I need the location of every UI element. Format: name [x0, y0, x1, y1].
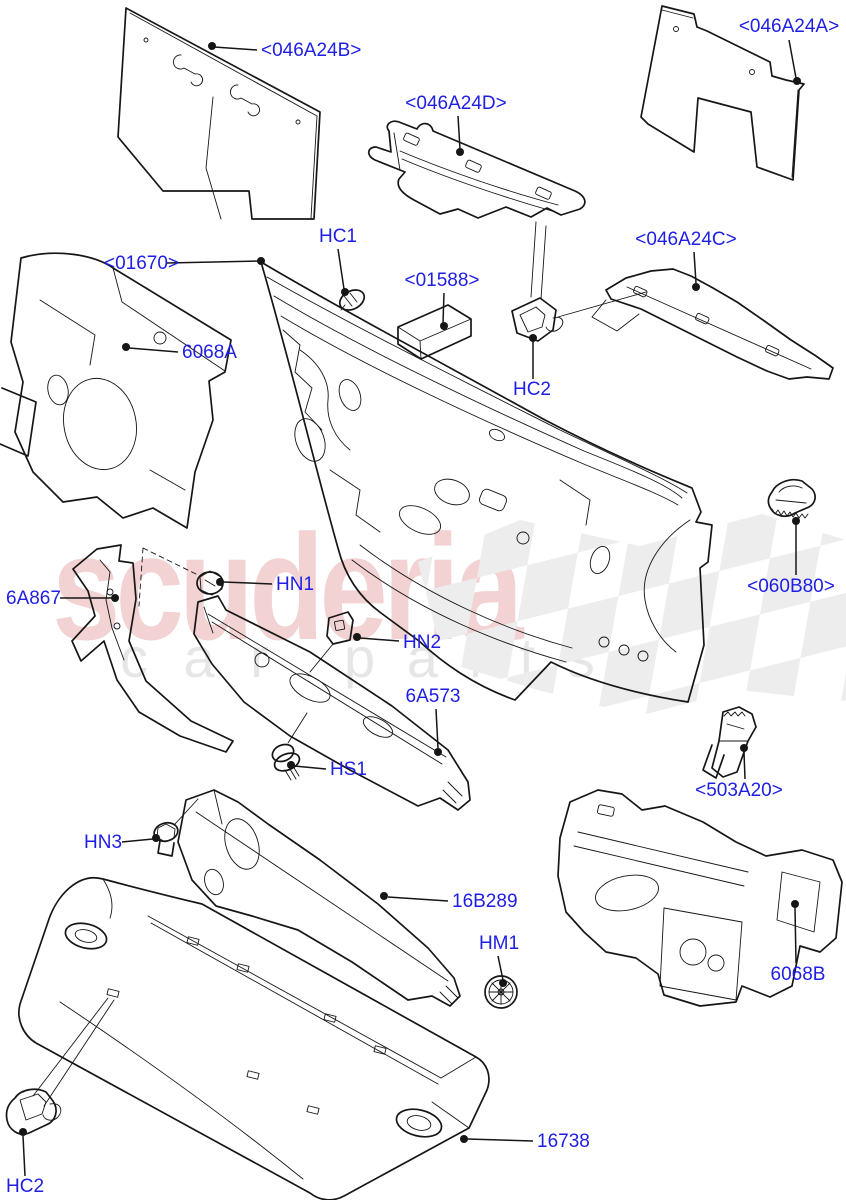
part-label-6068B[interactable]: 6068B [770, 964, 826, 985]
part-label-503A20[interactable]: <503A20> [695, 780, 783, 801]
leader-line-01670 [166, 260, 259, 264]
leader-line-046A24D [457, 115, 461, 150]
leader-dot-HS1 [287, 761, 295, 769]
leader-line-01588 [442, 292, 445, 324]
leader-dot-503A20 [740, 744, 748, 752]
leader-line-HS1 [293, 765, 327, 770]
leader-dot-6A867 [111, 594, 119, 602]
part-label-HC1[interactable]: HC1 [318, 226, 358, 247]
part-label-HC2-upper[interactable]: HC2 [512, 379, 552, 400]
part-bracket-6A867 [71, 544, 234, 753]
part-dash-panel [260, 261, 713, 703]
part-label-HC2-lower[interactable]: HC2 [6, 1176, 45, 1197]
part-label-16738[interactable]: 16738 [537, 1131, 590, 1152]
part-insulator-panel-046A24A [640, 5, 805, 181]
part-screw-HS1 [271, 712, 308, 781]
leader-line-503A20 [743, 751, 746, 780]
leader-line-6068A [128, 347, 179, 353]
part-floor-insulator-16B289 [177, 789, 461, 1007]
leader-dot-HN2 [353, 633, 361, 641]
part-label-HN2[interactable]: HN2 [403, 632, 442, 653]
part-label-HM1[interactable]: HM1 [478, 933, 520, 954]
leader-dot-6A573 [434, 748, 442, 756]
part-insulator-sheet-046A24B [117, 7, 321, 220]
leader-dot-01588 [440, 322, 448, 330]
part-dash-insulator-6A573 [193, 595, 471, 811]
part-label-01588[interactable]: <01588> [404, 270, 480, 291]
part-label-HS1[interactable]: HS1 [330, 759, 367, 780]
leader-line-HN1 [222, 581, 273, 585]
leader-dot-HN3 [152, 834, 160, 842]
part-cowl-side-panel-6068B [557, 789, 843, 1007]
leader-dot-6068A [122, 343, 130, 351]
part-insulator-strip-046A24C [591, 268, 834, 380]
part-label-6A867[interactable]: 6A867 [6, 588, 61, 609]
part-label-6068A[interactable]: 6068A [182, 342, 237, 363]
leader-line-6A573 [435, 708, 439, 749]
leader-line-046A24B [213, 46, 258, 51]
leader-dot-046A24A [793, 77, 801, 85]
part-label-060B80[interactable]: <060B80> [747, 576, 835, 597]
leader-line-HM1 [497, 955, 504, 981]
leader-line-HN2 [359, 637, 400, 642]
part-label-046A24D[interactable]: <046A24D> [405, 93, 507, 114]
part-dash-side-insulator-6068A [0, 252, 232, 529]
part-grommet-060B80 [767, 478, 816, 519]
leader-line-16738 [466, 1138, 534, 1142]
part-cowl-insulator-046A24D [367, 120, 586, 300]
part-label-01670[interactable]: <01670> [104, 253, 180, 274]
leader-dot-HC1 [341, 288, 349, 296]
leader-dot-16738 [460, 1135, 468, 1143]
leader-dot-16B289 [380, 892, 388, 900]
leader-dot-6068B [791, 900, 799, 908]
leader-dot-01670 [257, 257, 265, 265]
leader-line-HC2-lower [22, 1135, 26, 1177]
leader-line-HC1 [337, 248, 345, 290]
leader-dot-046A24B [208, 42, 216, 50]
part-label-6A573[interactable]: 6A573 [405, 686, 461, 707]
part-label-046A24A[interactable]: <046A24A> [738, 16, 840, 37]
part-label-046A24C[interactable]: <046A24C> [635, 229, 737, 250]
part-label-HN1[interactable]: HN1 [276, 574, 315, 595]
leader-dot-046A24D [456, 148, 464, 156]
leader-line-046A24C [693, 251, 697, 284]
leader-dot-060B80 [792, 517, 800, 525]
part-pad-01588 [397, 304, 472, 360]
part-clip-HN2 [309, 611, 354, 673]
leader-line-046A24A [788, 39, 797, 79]
part-grommet-HM1 [484, 975, 518, 1009]
leader-dot-HC2-upper [529, 334, 537, 342]
part-label-HN3[interactable]: HN3 [84, 832, 123, 853]
part-label-16B289[interactable]: 16B289 [452, 891, 518, 912]
leader-line-6068B [794, 906, 797, 964]
leader-line-16B289 [387, 896, 449, 902]
leader-dot-HM1 [499, 979, 507, 987]
leader-dot-HN1 [216, 578, 224, 586]
leader-dot-HC2-lower [19, 1128, 27, 1136]
part-clip-HC2-lower [5, 997, 115, 1135]
leader-line-HN3 [121, 838, 154, 843]
part-clip-503A20 [702, 706, 757, 779]
leader-dot-046A24C [692, 283, 700, 291]
part-label-046A24B[interactable]: <046A24B> [261, 40, 362, 61]
